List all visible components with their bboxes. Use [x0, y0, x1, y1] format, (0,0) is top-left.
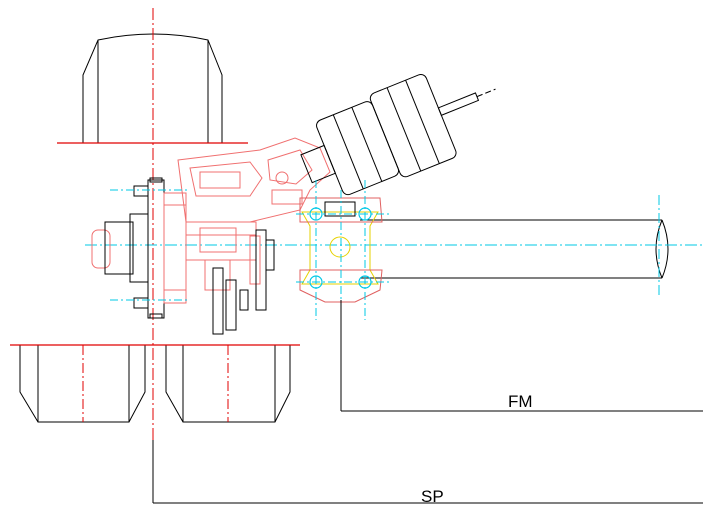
wheel-hub: [91, 177, 187, 319]
dimension-sp: SP: [152, 440, 703, 505]
dimension-fm: FM: [340, 300, 703, 412]
dimension-fm-label: FM: [508, 392, 533, 411]
dimension-sp-label: SP: [421, 487, 444, 505]
lower-twin-tyres: [19, 345, 291, 423]
brake-assembly: [177, 137, 331, 291]
brake-chamber: [300, 73, 496, 196]
brake-lever: [212, 229, 275, 335]
axle-tube: [360, 219, 669, 279]
lower-tyre-centerlines: [82, 345, 229, 422]
